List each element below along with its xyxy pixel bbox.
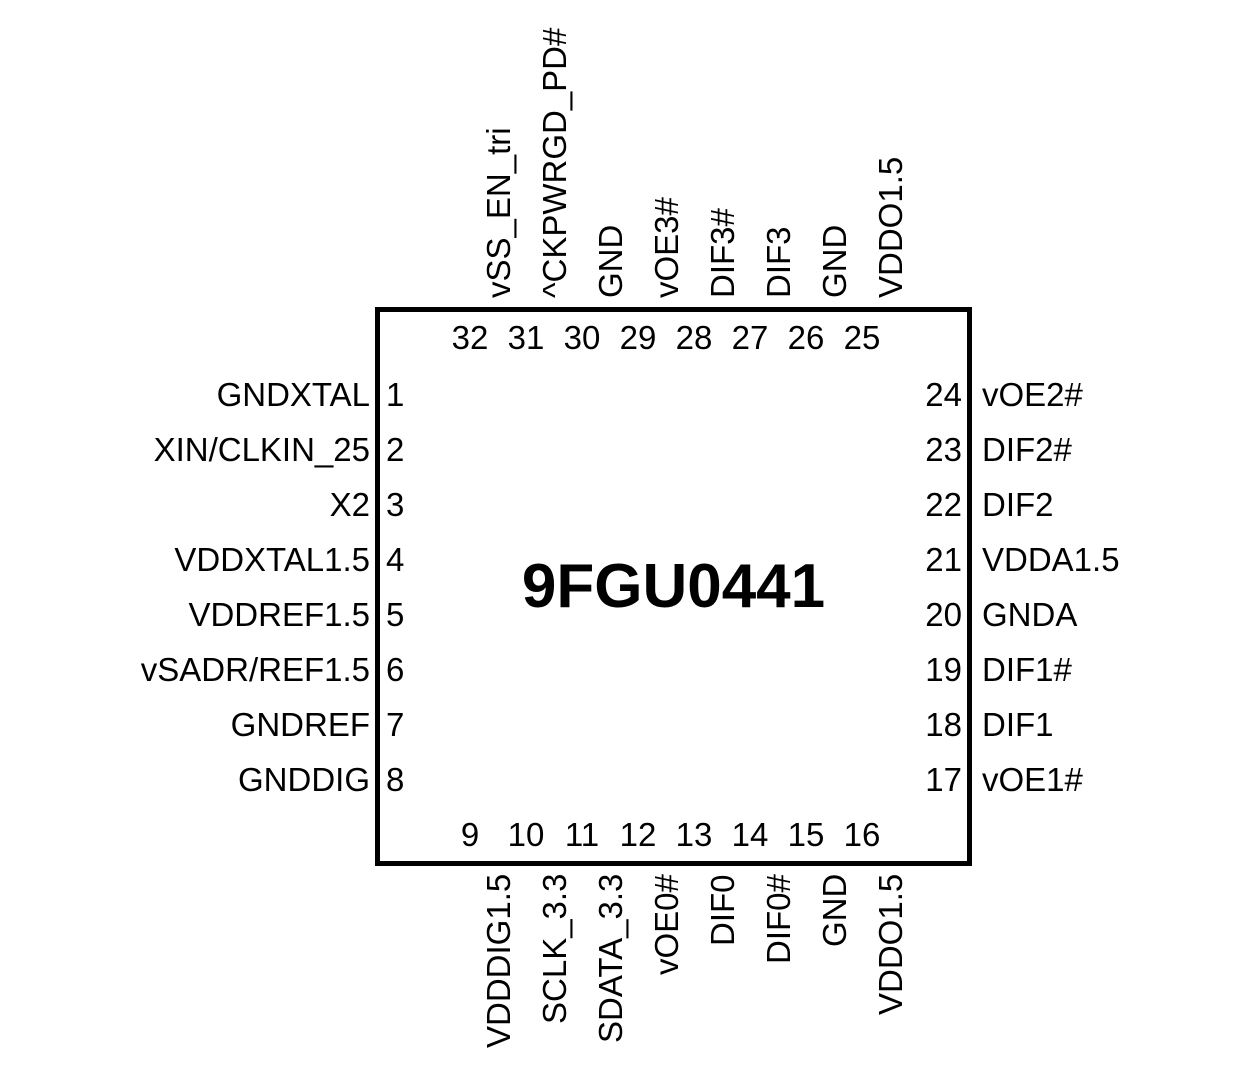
pin-label-15: GND [815,873,853,947]
pin-label-7: GNDREF [230,705,370,743]
pin-label-21: VDDA1.5 [982,540,1120,578]
pin-number-22: 22 [925,485,962,523]
pin-number-21: 21 [925,540,962,578]
pin-label-13: DIF0 [703,874,741,946]
pin-number-13: 13 [675,816,713,853]
pin-number-31: 31 [507,319,545,356]
pin-label-9: VDDDIG1.5 [479,873,517,1048]
pin-label-17: vOE1# [982,760,1083,798]
pin-label-30: GND [591,224,629,298]
pin-label-3: X2 [329,485,370,523]
pin-number-6: 6 [386,650,405,688]
pin-label-23: DIF2# [982,430,1072,468]
pin-number-3: 3 [386,485,405,523]
pin-number-32: 32 [451,319,489,356]
pin-number-12: 12 [619,816,657,853]
pin-number-24: 24 [925,375,962,413]
pin-number-23: 23 [925,430,962,468]
pin-number-25: 25 [843,319,881,356]
pin-number-17: 17 [925,760,962,798]
pin-number-28: 28 [675,319,713,356]
pin-number-26: 26 [787,319,825,356]
pin-number-18: 18 [925,705,962,743]
pin-number-7: 7 [386,705,405,743]
pin-number-9: 9 [460,816,480,853]
pin-label-28: DIF3# [703,208,741,298]
pin-label-18: DIF1 [982,705,1054,743]
pin-number-4: 4 [386,540,405,578]
pin-label-29: vOE3# [647,197,685,298]
pin-label-5: VDDREF1.5 [188,595,370,633]
pin-label-32: vSS_EN_tri [479,127,517,298]
pin-label-25: VDDO1.5 [871,156,909,298]
pin-number-20: 20 [925,595,962,633]
pin-label-19: DIF1# [982,650,1072,688]
pin-label-27: DIF3 [759,226,797,298]
chip-package-outline [375,307,972,866]
pin-number-5: 5 [386,595,405,633]
pin-number-8: 8 [386,760,405,798]
pin-number-27: 27 [731,319,769,356]
pin-number-29: 29 [619,319,657,356]
pin-number-1: 1 [386,375,405,413]
pin-number-10: 10 [507,816,545,853]
pin-label-2: XIN/CLKIN_25 [153,430,370,468]
pin-label-22: DIF2 [982,485,1054,523]
pin-label-6: vSADR/REF1.5 [140,650,370,688]
pin-label-26: GND [815,224,853,298]
pin-label-31: ^CKPWRGD_PD# [535,27,573,298]
pin-label-20: GNDA [982,595,1078,633]
pin-number-2: 2 [386,430,405,468]
pin-number-30: 30 [563,319,601,356]
pin-number-15: 15 [787,816,825,853]
pin-label-4: VDDXTAL1.5 [174,540,370,578]
pin-label-16: VDDO1.5 [871,873,909,1015]
pin-number-16: 16 [843,816,881,853]
pin-label-11: SDATA_3.3 [591,873,629,1043]
pin-number-11: 11 [564,816,600,853]
pin-number-19: 19 [925,650,962,688]
pin-number-14: 14 [731,816,769,853]
pin-label-1: GNDXTAL [216,375,370,413]
pin-label-12: vOE0# [647,874,685,975]
pin-label-10: SCLK_3.3 [535,873,573,1024]
pin-label-24: vOE2# [982,375,1083,413]
pin-label-8: GNDDIG [238,760,370,798]
pin-label-14: DIF0# [759,874,797,964]
